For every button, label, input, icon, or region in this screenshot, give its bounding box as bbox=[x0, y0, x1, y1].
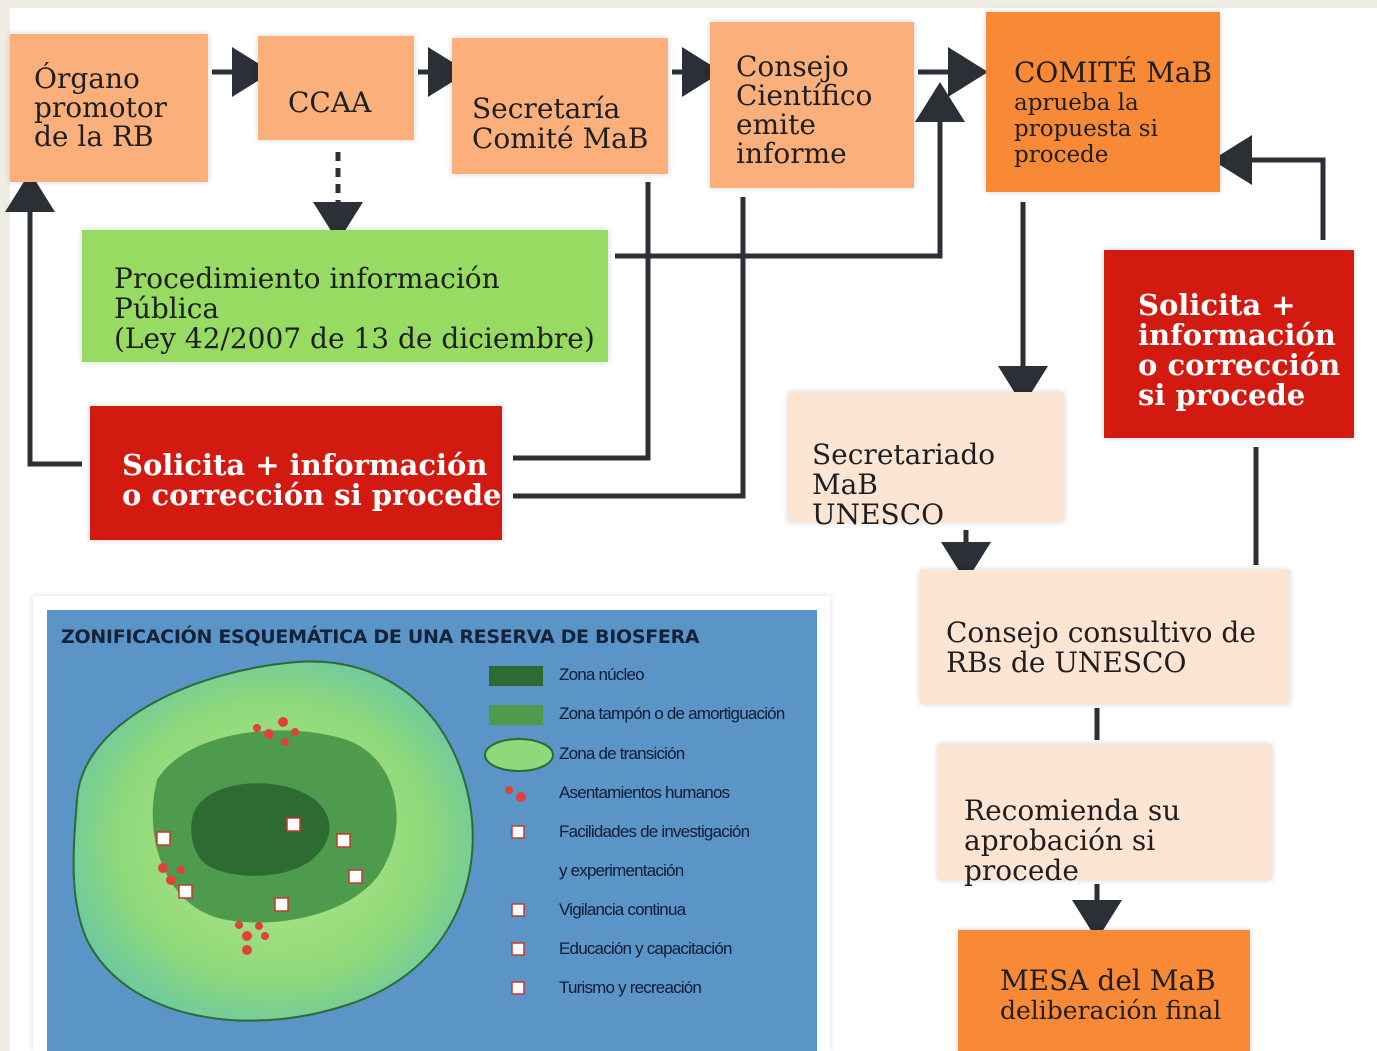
legend-swatches bbox=[484, 666, 554, 995]
settlement-markers bbox=[158, 717, 299, 955]
solicita-left-box: Solicita + información o corrección si p… bbox=[90, 406, 502, 540]
facility-markers bbox=[156, 817, 363, 912]
secretariado-mab-label: Secretariado MaB UNESCO bbox=[812, 438, 996, 531]
comite-mab-subtitle: aprueba la propuesta si procede bbox=[1014, 90, 1158, 168]
map-illustration bbox=[72, 660, 554, 1022]
recomienda-label: Recomienda su aprobación si procede bbox=[964, 794, 1181, 887]
organo-promotor-label: Órgano promotor de la RB bbox=[34, 62, 168, 153]
mesa-mab-title: MESA del MaB bbox=[1000, 964, 1216, 997]
arrow-procedimiento-comite bbox=[615, 82, 965, 259]
secretariado-mab-box: Secretariado MaB UNESCO bbox=[788, 392, 1064, 530]
arrow-solicita-comite bbox=[1212, 135, 1326, 240]
consejo-cientifico-box: Consejo Científico emite informe bbox=[710, 22, 914, 188]
comite-mab-title: COMITÉ MaB bbox=[1014, 56, 1213, 89]
secretaria-comite-box: Secretaría Comité MaB bbox=[452, 38, 668, 174]
line-consejo-solicita bbox=[513, 197, 746, 499]
consejo-consultivo-box: Consejo consultivo de RBs de UNESCO bbox=[920, 570, 1290, 704]
comite-mab-box: COMITÉ MaB aprueba la propuesta si proce… bbox=[986, 12, 1220, 192]
solicita-left-label: Solicita + información o corrección si p… bbox=[122, 448, 502, 512]
organo-promotor-box: Órgano promotor de la RB bbox=[10, 34, 208, 182]
legend-buffer-zone: Zona tampón o de amortiguación bbox=[559, 704, 785, 723]
legend-transition-zone: Zona de transición bbox=[559, 744, 685, 763]
core-zone-shape bbox=[191, 783, 330, 876]
line-secretaria-solicita bbox=[513, 182, 651, 461]
legend-settlements: Asentamientos humanos bbox=[559, 783, 730, 802]
mesa-mab-subtitle: deliberación final bbox=[1000, 996, 1222, 1025]
legend-core-zone: Zona núcleo bbox=[559, 665, 645, 684]
mesa-mab-box: MESA del MaB deliberación final bbox=[958, 930, 1250, 1051]
consejo-consultivo-label: Consejo consultivo de RBs de UNESCO bbox=[946, 616, 1256, 679]
recomienda-box: Recomienda su aprobación si procede bbox=[938, 744, 1272, 886]
legend-research: Facilidades de investigación bbox=[559, 822, 750, 841]
map-title: ZONIFICACIÓN ESQUEMÁTICA DE UNA RESERVA … bbox=[61, 626, 700, 648]
solicita-right-box: Solicita + información o corrección si p… bbox=[1104, 250, 1354, 438]
legend-monitoring: Vigilancia continua bbox=[559, 900, 686, 919]
legend-tourism: Turismo y recreación bbox=[559, 978, 702, 997]
procedimiento-box: Procedimiento información Pública (Ley 4… bbox=[82, 230, 608, 362]
procedimiento-label: Procedimiento información Pública (Ley 4… bbox=[114, 262, 595, 355]
zonification-map: ZONIFICACIÓN ESQUEMÁTICA DE UNA RESERVA … bbox=[47, 610, 817, 1051]
zonification-map-card: ZONIFICACIÓN ESQUEMÁTICA DE UNA RESERVA … bbox=[33, 596, 830, 1051]
legend-experimentation: y experimentación bbox=[559, 861, 684, 880]
legend-education: Educación y capacitación bbox=[559, 939, 732, 958]
ccaa-label: CCAA bbox=[288, 86, 372, 119]
solicita-right-label: Solicita + información o corrección si p… bbox=[1138, 288, 1341, 412]
secretaria-comite-label: Secretaría Comité MaB bbox=[472, 92, 649, 155]
consejo-cientifico-label: Consejo Científico emite informe bbox=[736, 50, 873, 170]
ccaa-box: CCAA bbox=[258, 36, 414, 140]
arrow-solicita-organo bbox=[4, 172, 82, 467]
